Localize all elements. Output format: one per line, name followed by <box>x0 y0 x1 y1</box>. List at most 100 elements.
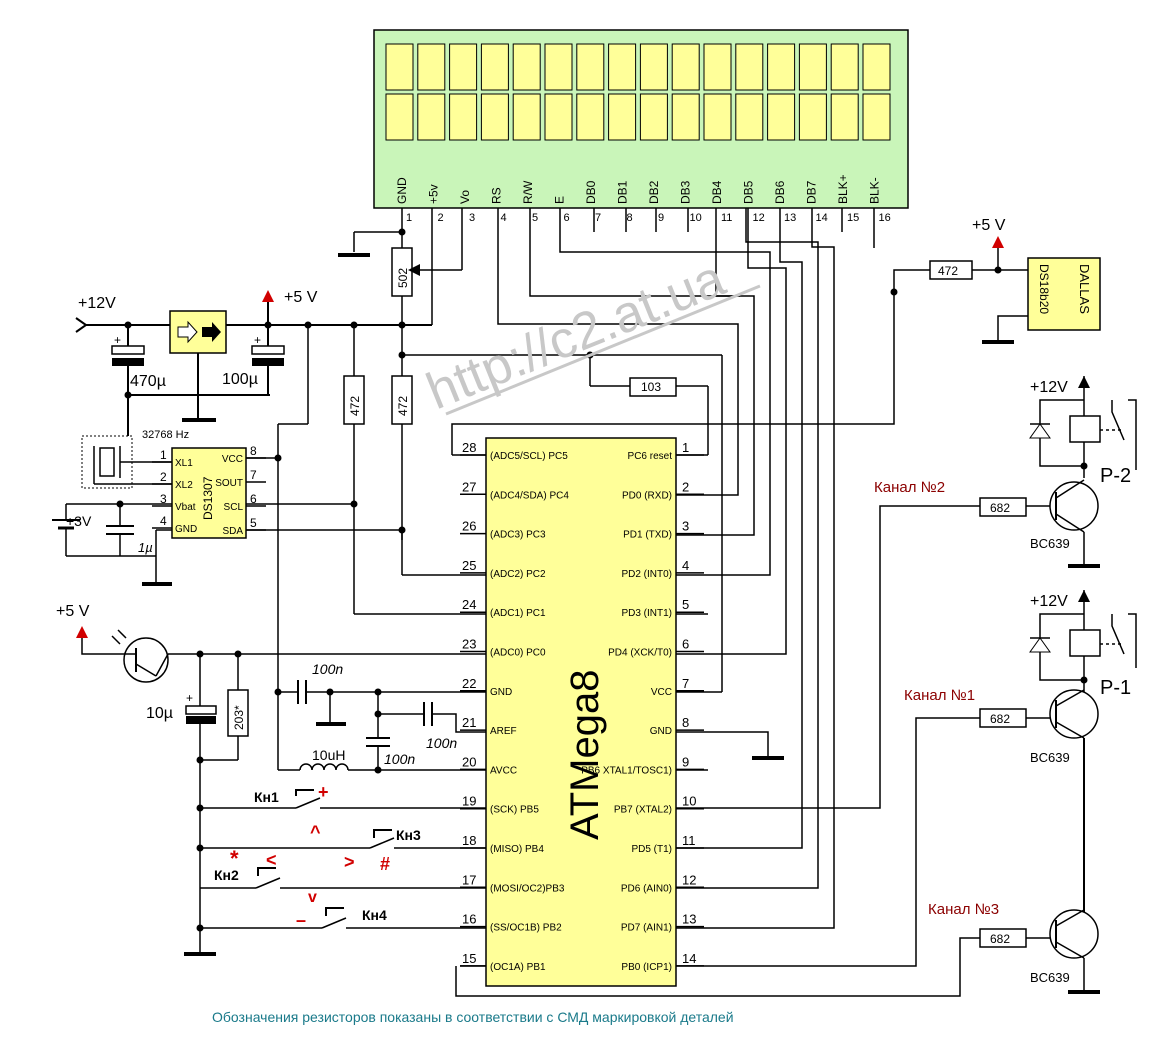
rtc-pin-label: SCL <box>224 502 244 513</box>
lcd-char-cell <box>767 93 796 141</box>
lcd-char-cell <box>735 93 764 141</box>
mcu-pin-label: (SCK) PB5 <box>490 805 539 816</box>
mcu-pin-label: PD7 (AIN1) <box>621 923 672 934</box>
sym-down: v <box>308 889 317 906</box>
lcd-char-cell <box>830 43 859 91</box>
lcd-char-cell <box>576 93 605 141</box>
cap-100n-b-label: 100n <box>426 735 457 751</box>
mcu-pin-number: 20 <box>462 754 476 769</box>
lcd-pin-label: RS <box>490 187 504 204</box>
mcu-pin-number: 25 <box>462 558 476 573</box>
sym-star: * <box>230 846 239 871</box>
sensor-line2: DS18b20 <box>1037 264 1051 314</box>
rtc-pin-label: GND <box>175 524 197 535</box>
rtc-pin-label: XL2 <box>175 480 193 491</box>
lcd-char-cell <box>862 93 891 141</box>
lcd-pin-label: DB1 <box>616 180 630 204</box>
lcd-pin-label: DB3 <box>679 180 693 204</box>
mcu-pin-number: 6 <box>682 637 689 652</box>
mcu-pin-label: (ADC3) PC3 <box>490 530 546 541</box>
temp-sensor: 472 +5 V DALLAS DS18b20 <box>890 217 1101 344</box>
lcd-char-cell <box>544 43 573 91</box>
kn4-label: Кн4 <box>362 907 387 923</box>
kn2-label: Кн2 <box>214 867 239 883</box>
battery-label: +3V <box>66 513 92 529</box>
sym-hash: # <box>380 854 390 874</box>
lcd-char-cell <box>480 93 509 141</box>
v12-input-label: +12V <box>78 295 116 312</box>
v5-reg-label: +5 V <box>284 289 318 306</box>
t3-label: BC639 <box>1030 970 1070 985</box>
lcd-char-cell <box>735 43 764 91</box>
mcu-pin-number: 5 <box>682 597 689 612</box>
svg-text:+: + <box>186 691 193 705</box>
lcd-pin-number: 14 <box>816 212 828 224</box>
mcu-pin-label: (MOSI/OC2)PB3 <box>490 883 565 894</box>
relay-p1: +12V P-1 <box>1029 590 1137 699</box>
cap-100n-c-label: 100n <box>384 751 415 767</box>
lcd-pin-number: 8 <box>627 212 633 224</box>
power-supply: +12V + 470µ + 100µ +5 V <box>75 289 432 436</box>
svg-text:+: + <box>254 333 261 347</box>
mcu-pin-label: GND <box>490 687 512 698</box>
mcu-pin-label: GND <box>650 726 672 737</box>
mcu-pin-number: 24 <box>462 597 476 612</box>
lcd-pin-number: 5 <box>532 212 538 224</box>
mcu-pin-number: 9 <box>682 754 689 769</box>
mcu-pin-number: 10 <box>682 794 696 809</box>
relay-p2: +12V P-2 <box>1029 376 1137 487</box>
r472-ds-label: 472 <box>938 264 958 278</box>
lcd-char-cell <box>703 93 732 141</box>
mcu-pin-number: 22 <box>462 676 476 691</box>
rtc-pin-number: 1 <box>160 448 167 462</box>
lcd-char-cell <box>480 43 509 91</box>
r502-label: 502 <box>396 268 410 288</box>
mcu-pin-number: 7 <box>682 676 689 691</box>
mcu-pin-number: 11 <box>682 833 696 848</box>
rtc-pin-label: Vbat <box>175 502 196 513</box>
mcu-pin-label: AVCC <box>490 765 517 776</box>
mcu-pin-label: PD4 (XCK/T0) <box>608 648 672 659</box>
cap-1u-label: 1µ <box>138 540 153 555</box>
sym-plus: + <box>318 782 329 802</box>
rtc-pin-number: 2 <box>160 470 167 484</box>
sym-minus: – <box>296 910 306 930</box>
lcd-char-cell <box>576 43 605 91</box>
mcu-pin-number: 26 <box>462 519 476 534</box>
lcd-char-cell <box>639 43 668 91</box>
mcu-pin-number: 28 <box>462 440 476 455</box>
lcd-char-cell <box>608 43 637 91</box>
lcd-pin-number: 7 <box>595 212 601 224</box>
rtc-pin-number: 4 <box>160 514 167 528</box>
v5-ds-label: +5 V <box>972 217 1006 234</box>
rtc-name: DS1307 <box>201 476 215 520</box>
kn3-label: Кн3 <box>396 827 421 843</box>
mcu-pin-label: (ADC5/SCL) PC5 <box>490 451 568 462</box>
mcu-pin-number: 19 <box>462 794 476 809</box>
lcd-pin-label: E <box>553 196 567 204</box>
mcu-pin-number: 27 <box>462 479 476 494</box>
lcd-pin-number: 13 <box>784 212 796 224</box>
cap-470-label: 470µ <box>130 373 166 390</box>
mcu-pin-number: 18 <box>462 833 476 848</box>
lcd-char-cell <box>417 93 446 141</box>
mcu-pin-label: (ADC2) PC2 <box>490 569 546 580</box>
mcu-pin-label: AREF <box>490 726 517 737</box>
mcu-pin-label: PD6 (AIN0) <box>621 883 672 894</box>
watermark-text: http://c2.at.ua <box>419 249 733 421</box>
mcu-pin-label: PB7 (XTAL2) <box>614 805 672 816</box>
photo-sensor: +5 V + 10µ 203* <box>56 603 486 956</box>
r203-label: 203* <box>232 705 246 730</box>
lcd-char-cell <box>671 43 700 91</box>
sensor-line1: DALLAS <box>1077 264 1092 314</box>
mcu-right-wiring <box>451 292 980 997</box>
inductor-label: 10uH <box>312 747 345 763</box>
lcd-char-cell <box>862 43 891 91</box>
cap-100n-a-label: 100n <box>312 661 343 677</box>
buttons: Кн1 + ^ Кн3 * < > # Кн2 v Кн4 – <box>196 782 486 932</box>
cap-10u-label: 10µ <box>146 705 173 722</box>
lcd-char-cell <box>703 43 732 91</box>
lcd-char-cell <box>608 93 637 141</box>
r682-ch1-label: 682 <box>990 712 1010 726</box>
